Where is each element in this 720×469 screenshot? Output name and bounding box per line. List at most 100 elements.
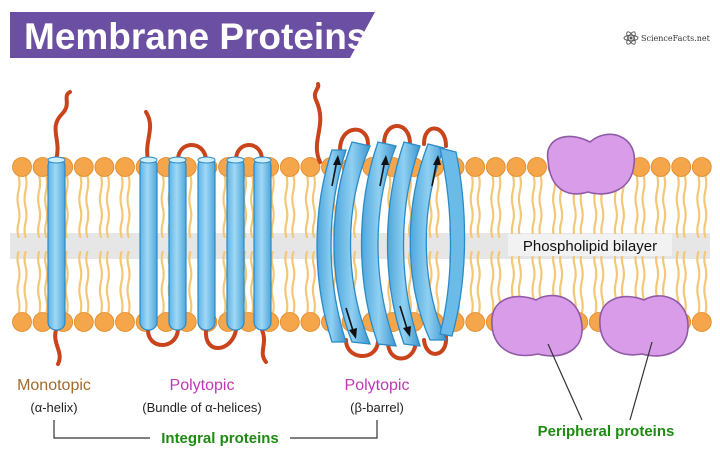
lipid-tail <box>105 250 110 316</box>
lipid-tail <box>655 173 660 239</box>
peripheral-protein-bottom-left <box>491 294 583 357</box>
lipid-head <box>115 312 135 332</box>
bundle-helix-4 <box>226 156 245 331</box>
lipid-tail <box>64 250 69 316</box>
lipid-tail <box>531 173 536 239</box>
lipid-tail <box>188 173 193 239</box>
lipid-tail <box>119 173 124 239</box>
lipid-head <box>527 157 547 177</box>
lipid-tail <box>64 173 69 239</box>
lipid-tail <box>675 173 680 239</box>
lipid-tail <box>703 250 708 316</box>
lipid-tail <box>435 173 440 239</box>
lipid-head <box>73 157 94 177</box>
lipid-head <box>465 157 486 177</box>
leader-lines <box>53 341 653 439</box>
barrel-strand-1 <box>316 149 347 343</box>
lipid-tail <box>579 250 584 316</box>
lipid-tail <box>78 173 83 239</box>
peripheral-protein-bottom-right <box>599 295 689 357</box>
lipid-head <box>671 157 692 177</box>
barrel-loop-top-n <box>312 82 323 164</box>
lipid-tail <box>188 250 193 316</box>
lipid-head <box>300 312 321 332</box>
lipid-tail <box>304 250 309 316</box>
lipid-tail <box>682 173 687 239</box>
title-banner: Membrane Proteins <box>10 12 375 58</box>
arrow-down-1-head <box>349 328 357 339</box>
peripheral-line-left <box>547 343 583 421</box>
lipid-tail <box>119 250 124 316</box>
arrow-up-3-head <box>433 155 441 165</box>
peripheral-proteins <box>491 133 689 357</box>
alpha-helix-bundle <box>139 156 272 331</box>
lipid-tail <box>284 173 289 239</box>
polytopic-bundle-detail: (Bundle of α-helices) <box>142 400 262 415</box>
bundle-loop-top-2 <box>234 143 264 162</box>
bilayer-label: Phospholipid bilayer <box>523 238 657 255</box>
lipid-tail <box>98 173 103 239</box>
lipid-tail <box>284 250 289 316</box>
barrel-direction-arrows <box>331 155 441 339</box>
page-title: Membrane Proteins <box>24 16 367 57</box>
barrel-strand-6 <box>439 147 466 337</box>
bundle-helix-5 <box>253 156 272 331</box>
lipid-tail <box>311 173 316 239</box>
barrel-loop-bottom-1 <box>344 338 380 358</box>
polytopic-barrel-detail: (β-barrel) <box>350 400 404 415</box>
lipid-tail <box>593 250 598 316</box>
lipid-head <box>279 157 300 177</box>
polytopic-barrel-label: Polytopic <box>345 377 410 394</box>
atom-icon <box>623 31 639 45</box>
lipid-tail <box>270 250 275 316</box>
integral-proteins-label: Integral proteins <box>161 430 279 447</box>
lipid-tail <box>160 173 165 239</box>
lipid-tail <box>311 250 316 316</box>
lipid-head <box>691 312 712 332</box>
lipid-tail <box>476 173 481 239</box>
lipid-head <box>12 157 32 177</box>
barrel-loop-bottom-3 <box>422 334 449 356</box>
lipid-tail <box>250 250 255 316</box>
lipid-tail <box>105 173 110 239</box>
lipid-tail <box>572 250 577 316</box>
lipid-head <box>73 312 94 332</box>
monotopic-loop-bottom <box>53 328 62 366</box>
lipid-tail <box>696 173 701 239</box>
lipid-head <box>506 157 527 177</box>
lipid-tail <box>44 173 49 239</box>
lipid-tail <box>469 250 474 316</box>
lipid-tail <box>16 173 21 239</box>
lipid-tail <box>407 250 412 316</box>
lipid-tail <box>510 173 515 239</box>
lipid-tail <box>270 173 275 239</box>
barrel-loop-top-3 <box>422 126 448 148</box>
lipid-head <box>94 157 115 177</box>
monotopic-label: Monotopic <box>17 377 91 394</box>
lipid-tail <box>304 173 309 239</box>
title-banner-shape <box>10 12 375 58</box>
bundle-loop-bottom-1 <box>146 328 180 347</box>
lipid-head <box>12 312 32 332</box>
lipid-tail <box>600 250 605 316</box>
lipid-tail <box>497 173 502 239</box>
logo-text: ScienceFacts.net <box>641 34 711 43</box>
arrow-up-1-head <box>333 155 341 165</box>
lipid-head <box>300 157 321 177</box>
lipid-head <box>650 157 671 177</box>
barrel-loop-top-2 <box>382 124 412 146</box>
lipid-tail <box>538 173 543 239</box>
bundle-helix-1 <box>139 156 158 331</box>
lipid-tail <box>552 173 557 239</box>
integral-bracket <box>53 420 378 439</box>
barrel-loop-top-1 <box>338 127 370 152</box>
lipid-tail <box>407 173 412 239</box>
lipid-tail <box>291 250 296 316</box>
lipid-tail <box>469 173 474 239</box>
barrel-strand-5 <box>409 143 448 341</box>
lipid-tail <box>37 250 42 316</box>
lipid-head <box>279 312 300 332</box>
polypeptide-loops <box>53 82 449 366</box>
